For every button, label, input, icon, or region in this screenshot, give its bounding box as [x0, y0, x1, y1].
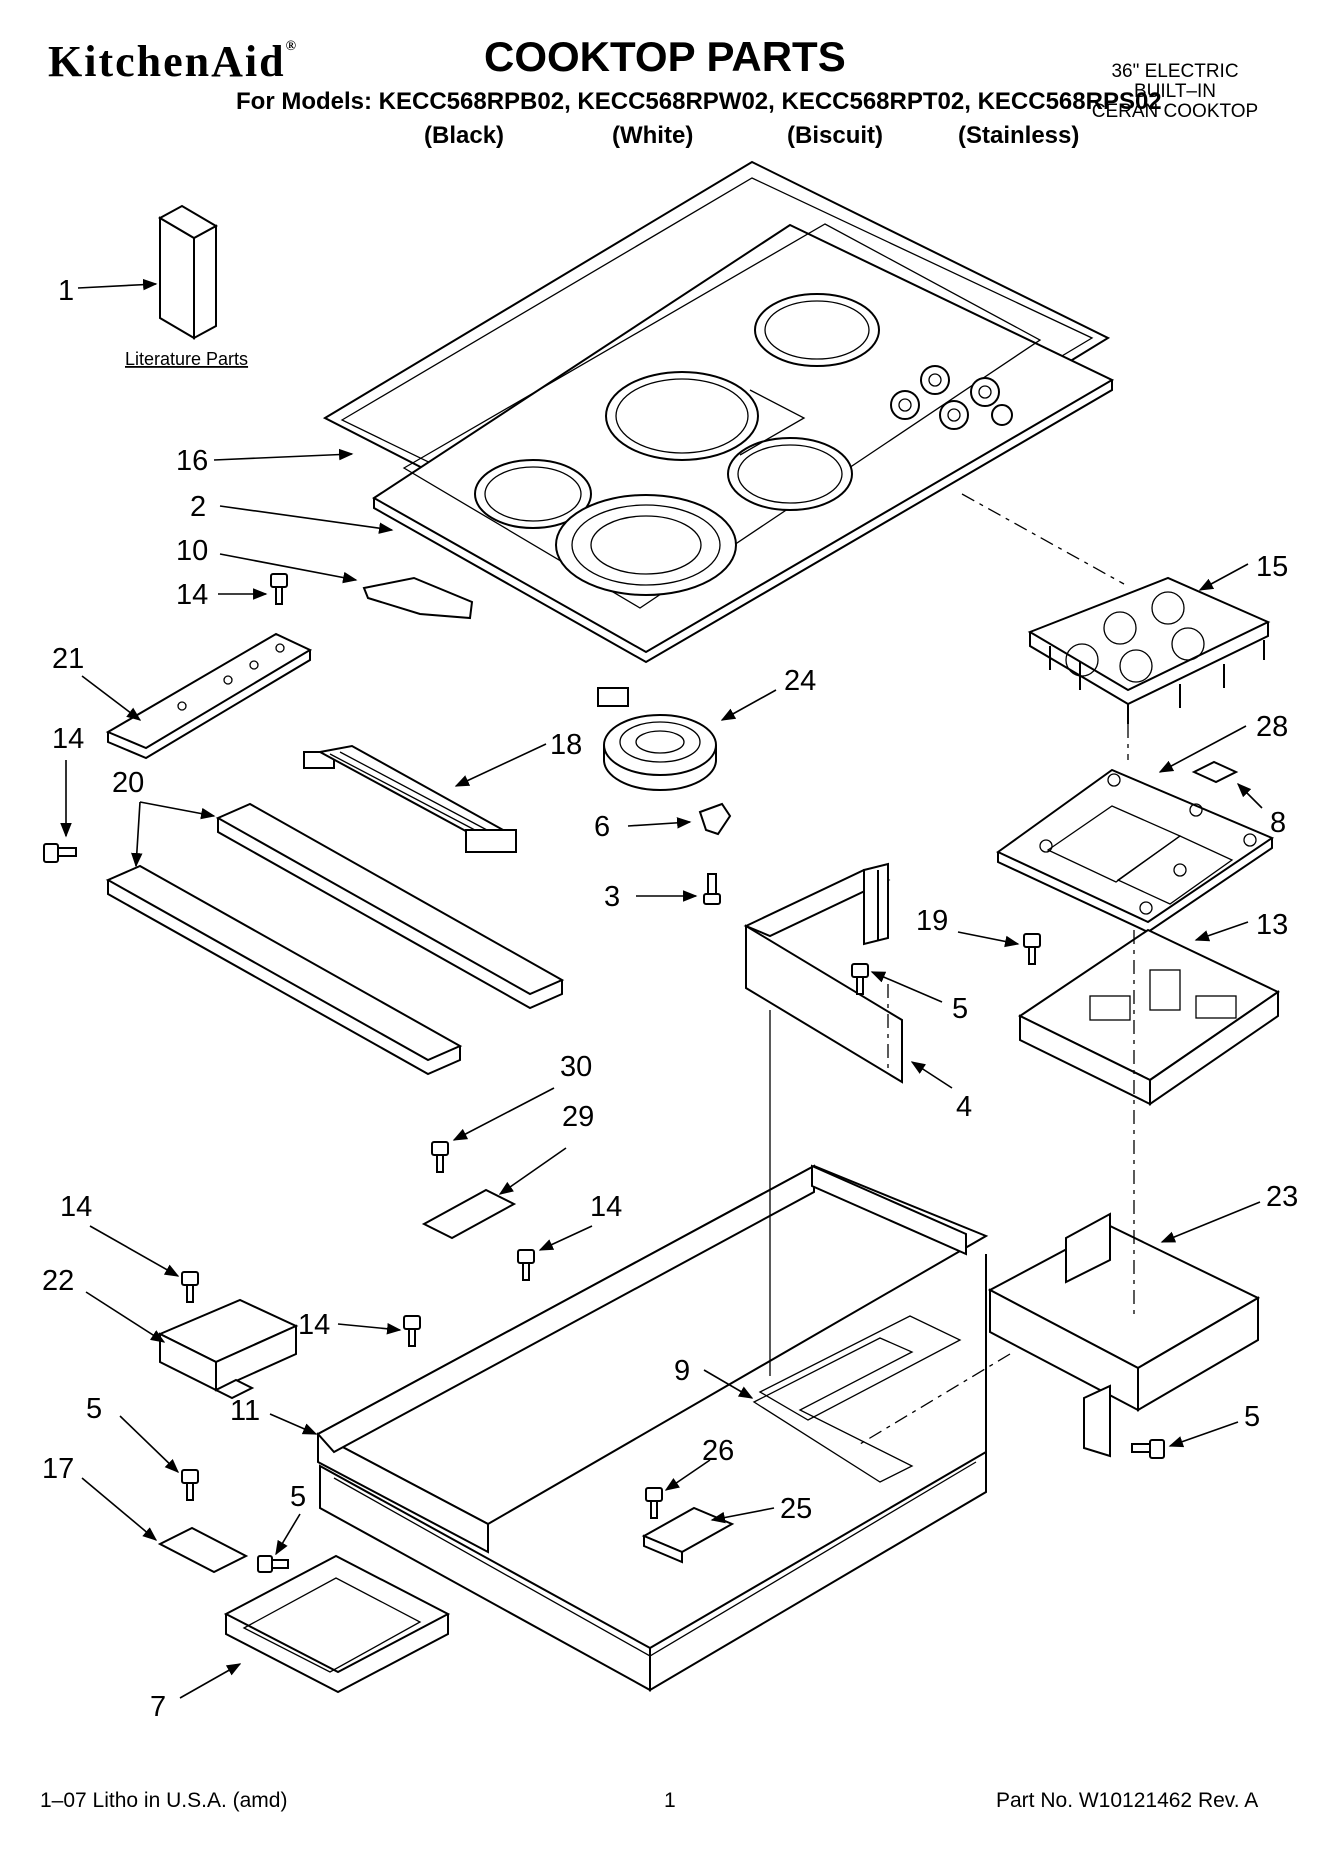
- callout-14-a: 14: [176, 579, 208, 611]
- burner-elements: [474, 293, 880, 596]
- callout-3: 3: [604, 881, 620, 913]
- callout-10: 10: [176, 535, 208, 567]
- footer-litho: 1–07 Litho in U.S.A. (amd): [40, 1789, 288, 1812]
- part-screw-14e: [403, 1315, 421, 1347]
- part-rail-lower: [105, 864, 463, 1076]
- callout-5-d: 5: [1244, 1401, 1260, 1433]
- callout-14-b: 14: [52, 723, 84, 755]
- part-screw-14d: [181, 1271, 199, 1303]
- callout-14-d: 14: [60, 1191, 92, 1223]
- callout-1: 1: [58, 275, 74, 307]
- callout-5-c: 5: [290, 1481, 306, 1513]
- callout-2: 2: [190, 491, 206, 523]
- callout-18: 18: [550, 729, 582, 761]
- brand-logo: KitchenAid®: [48, 37, 299, 86]
- part-bracket-10: [362, 576, 474, 620]
- callout-28: 28: [1256, 711, 1288, 743]
- finish-biscuit: (Biscuit): [787, 122, 883, 149]
- part-screw-5d: [1131, 1439, 1165, 1459]
- part-screw-5c: [257, 1555, 289, 1573]
- callout-29: 29: [562, 1101, 594, 1133]
- description-line: BUILT–IN: [1133, 80, 1216, 102]
- part-surface-element: [597, 687, 717, 791]
- control-knobs: [890, 365, 1013, 430]
- callout-21: 21: [52, 643, 84, 675]
- part-screw-14a: [270, 573, 288, 605]
- part-screw-5b: [181, 1469, 199, 1501]
- part-screw-5a: [851, 963, 869, 995]
- page-title: COOKTOP PARTS: [484, 33, 846, 80]
- part-plate-17: [157, 1526, 249, 1574]
- part-terminal-block: [641, 1506, 735, 1564]
- footer-part-number: Part No. W10121462 Rev. A: [996, 1789, 1259, 1812]
- part-terminal-box: [987, 1212, 1261, 1458]
- literature-parts-label: Literature Parts: [125, 349, 248, 369]
- part-transformer-box: [157, 1298, 299, 1400]
- part-screw-30: [431, 1141, 449, 1173]
- part-side-bracket: [743, 862, 903, 1084]
- part-screw-14b: [43, 843, 77, 863]
- registered-mark: ®: [285, 39, 299, 54]
- callout-30: 30: [560, 1051, 592, 1083]
- description-line: 36" ELECTRIC: [1111, 61, 1239, 82]
- description-line: CERAN COOKTOP: [1091, 100, 1259, 122]
- part-screw-14c: [517, 1249, 535, 1281]
- finish-white: (White): [612, 122, 694, 149]
- product-description: 36" ELECTRIC BUILT–IN CERAN COOKTOP: [1065, 62, 1285, 122]
- leader-lines: [60, 278, 1263, 1699]
- callout-23: 23: [1266, 1181, 1298, 1213]
- part-control-board: [1027, 576, 1271, 724]
- part-screw-26: [645, 1487, 663, 1519]
- part-lower-bracket: [223, 1554, 451, 1694]
- callout-14-e: 14: [298, 1309, 330, 1341]
- callout-26: 26: [702, 1435, 734, 1467]
- part-rail-upper: [215, 802, 565, 1010]
- footer-page-number: 1: [664, 1789, 676, 1812]
- callout-16: 16: [176, 445, 208, 477]
- callout-17: 17: [42, 1453, 74, 1485]
- part-screw-3: [703, 873, 721, 905]
- part-literature-booklet: [157, 204, 219, 340]
- callout-13: 13: [1256, 909, 1288, 941]
- part-plate-29: [421, 1188, 517, 1240]
- part-mounting-plate: [996, 768, 1275, 934]
- callout-6: 6: [594, 811, 610, 843]
- part-screw-19: [1023, 933, 1041, 965]
- callout-14-c: 14: [590, 1191, 622, 1223]
- finish-stainless: (Stainless): [958, 122, 1080, 149]
- callout-4: 4: [956, 1091, 972, 1123]
- callout-5-a: 5: [952, 993, 968, 1025]
- callout-24: 24: [784, 665, 816, 697]
- callout-8: 8: [1270, 807, 1286, 839]
- callout-19: 19: [916, 905, 948, 937]
- part-clip: [698, 802, 732, 836]
- finish-black: (Black): [424, 122, 505, 149]
- part-bracket-21: [105, 632, 313, 760]
- part-ribbon-cable: [303, 744, 517, 853]
- part-gasket: [752, 1337, 914, 1483]
- callout-9: 9: [674, 1355, 690, 1387]
- callout-5-b: 5: [86, 1393, 102, 1425]
- callout-20: 20: [112, 767, 144, 799]
- callout-15: 15: [1256, 551, 1288, 583]
- part-label-8: [1191, 760, 1239, 784]
- callout-22: 22: [42, 1265, 74, 1297]
- part-base-pan: [315, 1164, 989, 1692]
- models-line: For Models: KECC568RPB02, KECC568RPW02, …: [236, 88, 1162, 115]
- callout-7: 7: [150, 1691, 166, 1723]
- callout-25: 25: [780, 1493, 812, 1525]
- callout-11: 11: [230, 1395, 260, 1427]
- part-control-box: [1018, 928, 1280, 1106]
